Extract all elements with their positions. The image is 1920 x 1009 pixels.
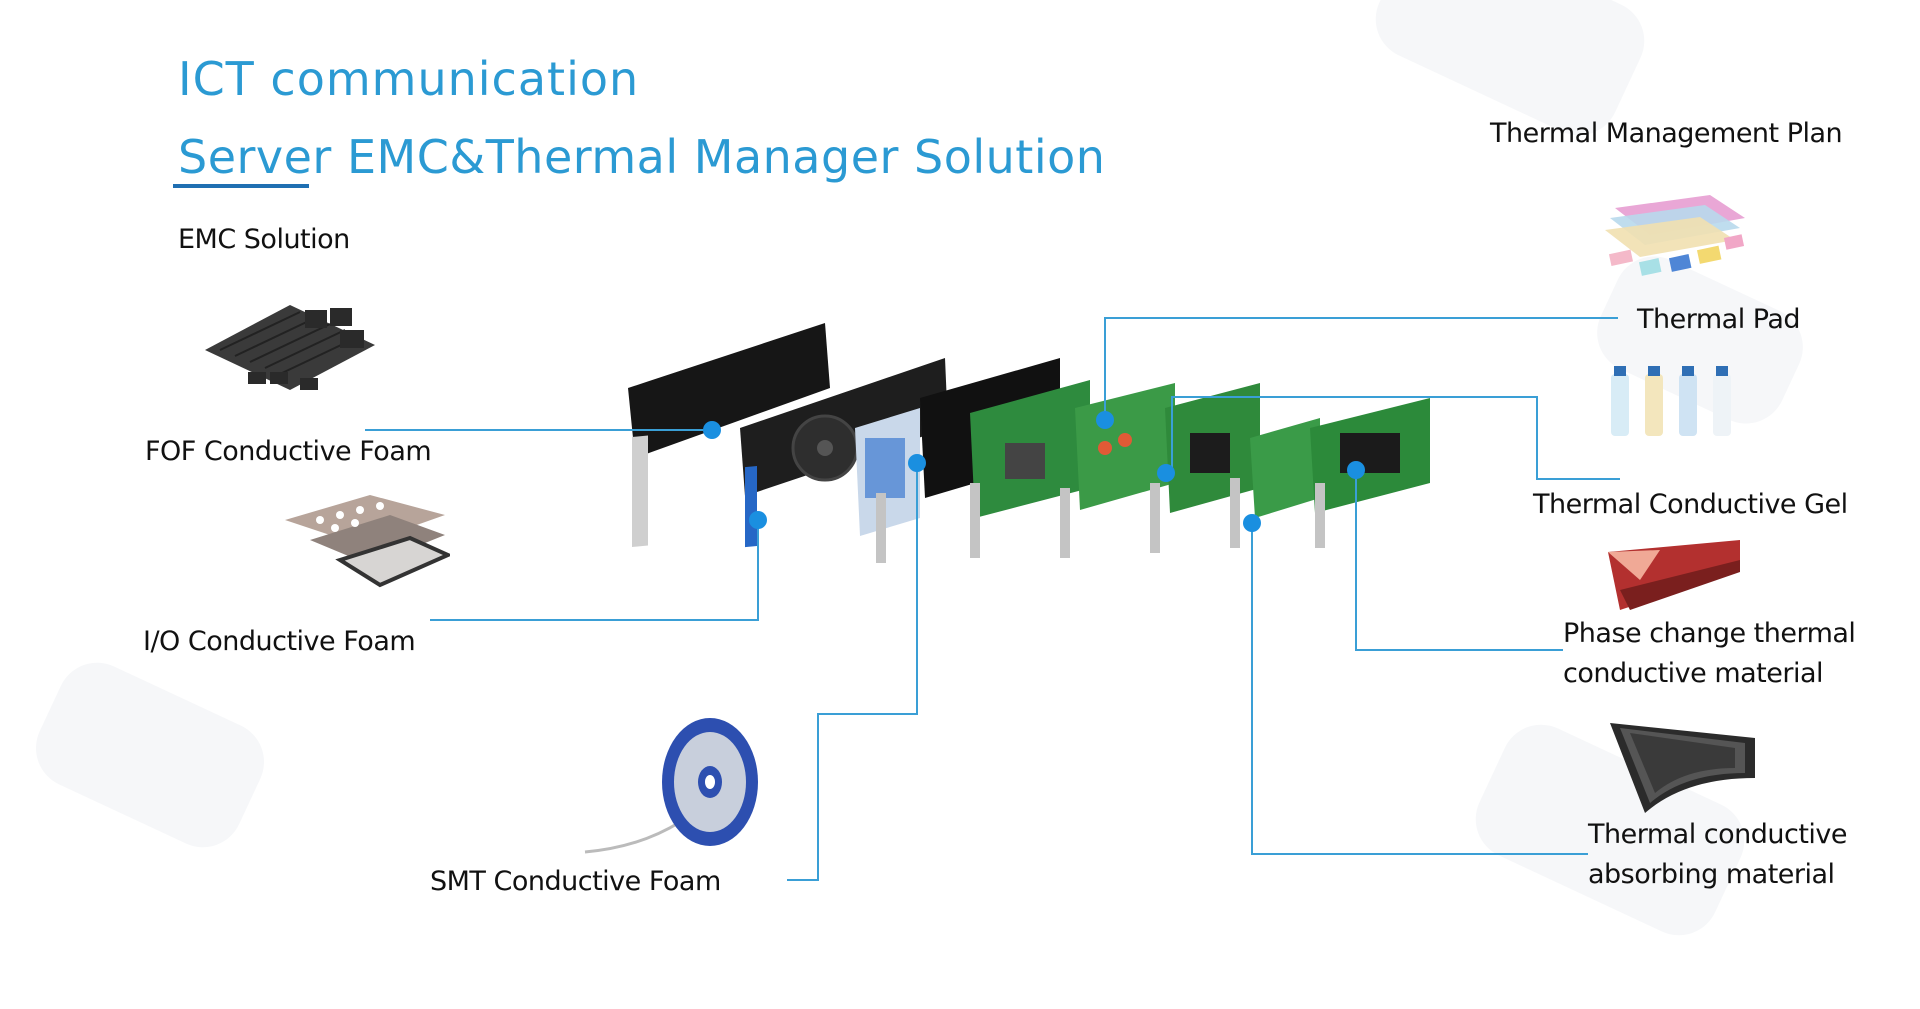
- absorbing-material-label-line2: absorbing material: [1588, 859, 1835, 890]
- emc-gasket-image: [205, 305, 375, 390]
- server-cards-image: [628, 323, 1430, 563]
- emc-solution-heading: EMC Solution: [178, 224, 350, 255]
- thermal-pad-image: [1605, 195, 1745, 276]
- thermal-gel-image: [1611, 366, 1731, 436]
- thermal-plan-heading: Thermal Management Plan: [1490, 118, 1843, 149]
- absorbing-material-label-line1: Thermal conductive: [1588, 819, 1848, 850]
- io-dot: [749, 511, 767, 529]
- title-underline: [173, 184, 309, 188]
- smt-reel-image: [584, 718, 758, 854]
- smt-conductive-foam-label: SMT Conductive Foam: [430, 866, 721, 897]
- io-foam-image: [285, 495, 450, 588]
- fof-conductive-foam-label: FOF Conductive Foam: [145, 436, 432, 467]
- thermal-gel-dot: [1157, 464, 1175, 482]
- absorbing-dot: [1243, 514, 1261, 532]
- page-title: ICT communication: [178, 52, 640, 106]
- smt-dot: [908, 454, 926, 472]
- io-conductive-foam-label: I/O Conductive Foam: [143, 626, 416, 657]
- thermal-conductive-gel-label: Thermal Conductive Gel: [1533, 489, 1848, 520]
- fof-dot: [703, 421, 721, 439]
- phase-change-label-line2: conductive material: [1563, 658, 1824, 689]
- page-subtitle: Server EMC&Thermal Manager Solution: [178, 130, 1106, 184]
- thermal-pad-dot: [1096, 411, 1114, 429]
- phase-change-dot: [1347, 461, 1365, 479]
- phase-change-image: [1608, 540, 1740, 610]
- thermal-pad-label: Thermal Pad: [1637, 304, 1801, 335]
- absorbing-material-image: [1610, 723, 1755, 813]
- phase-change-label-line1: Phase change thermal: [1563, 618, 1856, 649]
